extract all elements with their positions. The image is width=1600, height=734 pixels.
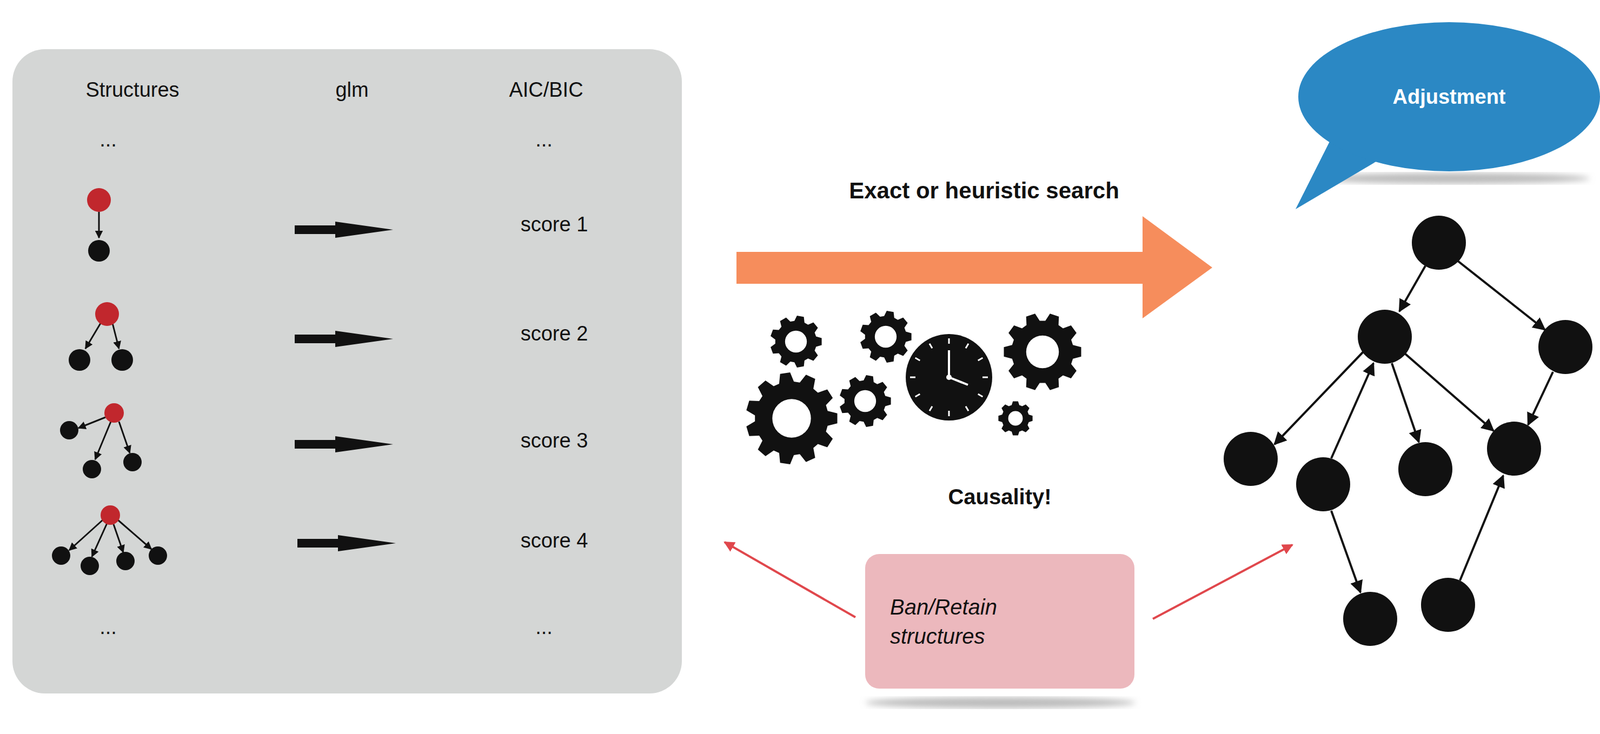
bubble-shadow (1319, 173, 1590, 184)
score-cell: score 1 (520, 213, 589, 237)
search-caption: Exact or heuristic search (848, 177, 1120, 204)
score-cell: score 3 (520, 429, 589, 453)
bubble-label: Adjustment (1392, 85, 1506, 109)
search-arrow (736, 216, 1213, 319)
structure-icons (51, 188, 168, 576)
row-arrows (294, 221, 396, 552)
column-header: AIC/BIC (508, 78, 583, 102)
box-label: Ban/Retain structures (890, 592, 1031, 652)
ellipsis: ... (99, 128, 117, 152)
ellipsis: ... (535, 128, 553, 152)
ellipsis: ... (535, 615, 553, 640)
ellipsis: ... (99, 615, 117, 640)
panel-ground (12, 49, 682, 694)
column-header: glm (335, 78, 369, 102)
causality-caption: Causality! (947, 485, 1052, 510)
box-shadow (865, 697, 1136, 709)
score-cell: score 2 (520, 322, 589, 346)
gears-icon (746, 310, 1081, 465)
leader-arrow (1152, 545, 1293, 620)
callout-bubble: Adjustment (1295, 21, 1600, 172)
causal-graph (1223, 215, 1593, 647)
constraint-box: Ban/Retain structures (865, 554, 1135, 689)
column-header: Structures (85, 78, 179, 102)
constraint-arrow (724, 542, 856, 618)
score-cell: score 4 (520, 529, 589, 553)
